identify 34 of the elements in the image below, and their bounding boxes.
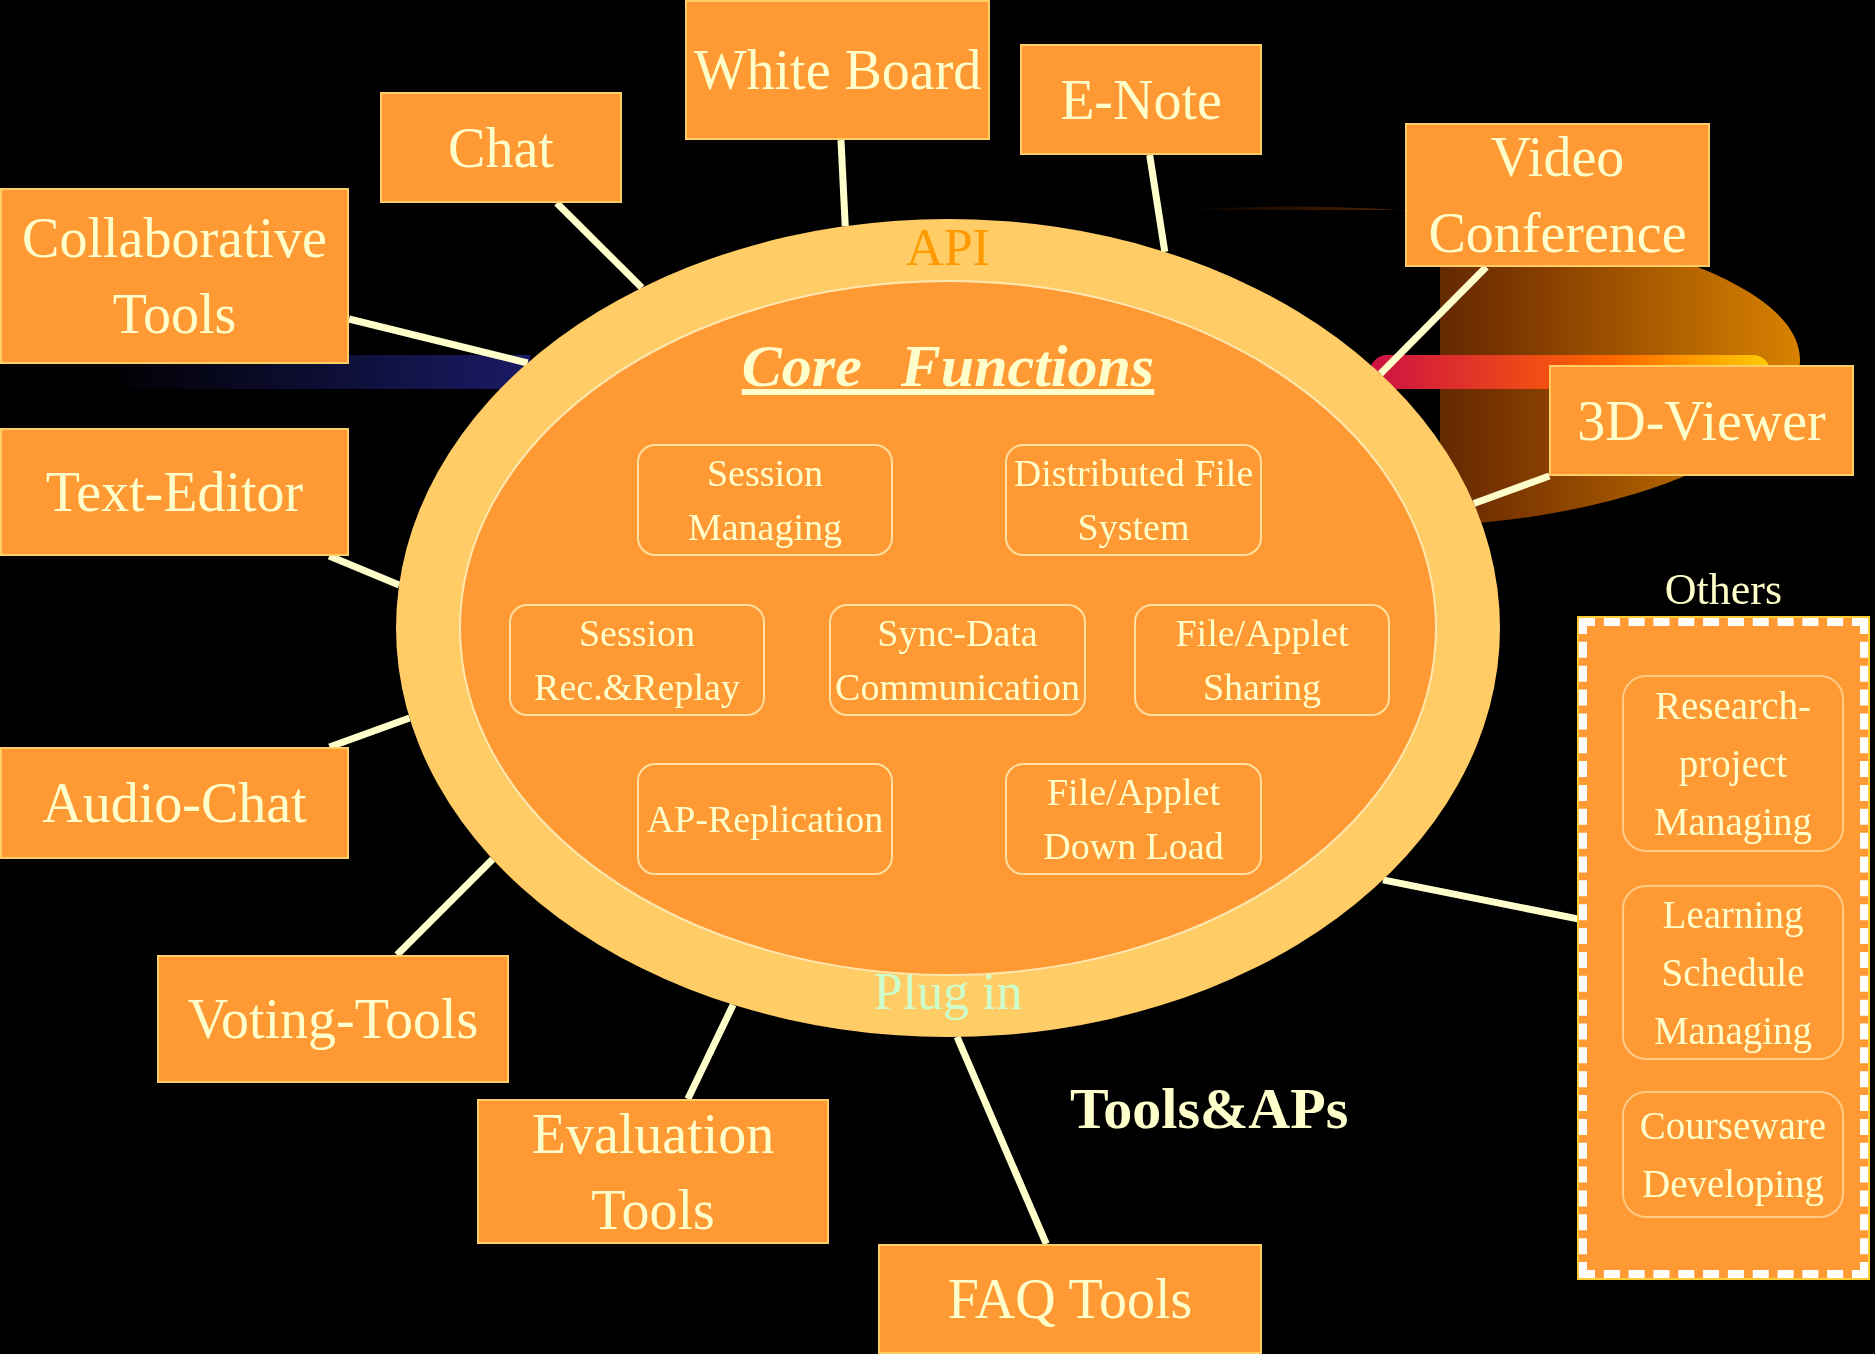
tool-box: Collaborative Tools	[0, 188, 349, 364]
connector-line	[1472, 472, 1551, 507]
tool-box: Voting-Tools	[157, 955, 509, 1083]
function-box: File/Applet Sharing	[1134, 604, 1390, 716]
tool-box: White Board	[685, 0, 990, 140]
connector-line	[953, 1035, 1050, 1246]
caption-label: Tools&APs	[1070, 1075, 1349, 1142]
tool-box: Evaluation Tools	[477, 1099, 829, 1244]
section-title: Core Functions	[740, 332, 1156, 401]
tool-box: Text-Editor	[0, 428, 349, 556]
application-box: Research-project Managing	[1622, 675, 1844, 852]
function-box: Session Rec.&Replay	[509, 604, 765, 716]
tool-box: Video Conference	[1405, 123, 1710, 267]
tool-box: 3D-Viewer	[1549, 365, 1854, 476]
connector-line	[1377, 264, 1489, 377]
tool-box: FAQ Tools	[878, 1244, 1262, 1354]
connector-line	[394, 856, 496, 958]
connector-line	[554, 200, 645, 291]
group-title: Others	[1663, 564, 1784, 616]
function-box: File/Applet Down Load	[1005, 763, 1262, 875]
tool-box: Audio-Chat	[0, 747, 349, 859]
connector-line	[348, 315, 529, 367]
application-box: Learning Schedule Managing	[1622, 885, 1844, 1060]
connector-line	[1146, 154, 1169, 253]
function-box: AP-Replication	[637, 763, 893, 875]
application-box: Courseware Developing	[1622, 1091, 1844, 1218]
connector-line	[1382, 876, 1580, 923]
tool-box: E-Note	[1020, 44, 1262, 155]
function-box: Sync-Data Communication	[829, 604, 1086, 716]
tool-box: Chat	[380, 92, 622, 203]
connector-line	[684, 1003, 737, 1101]
connector-line	[837, 139, 849, 227]
function-box: Distributed File System	[1005, 444, 1262, 556]
function-box: Session Managing	[637, 444, 893, 556]
